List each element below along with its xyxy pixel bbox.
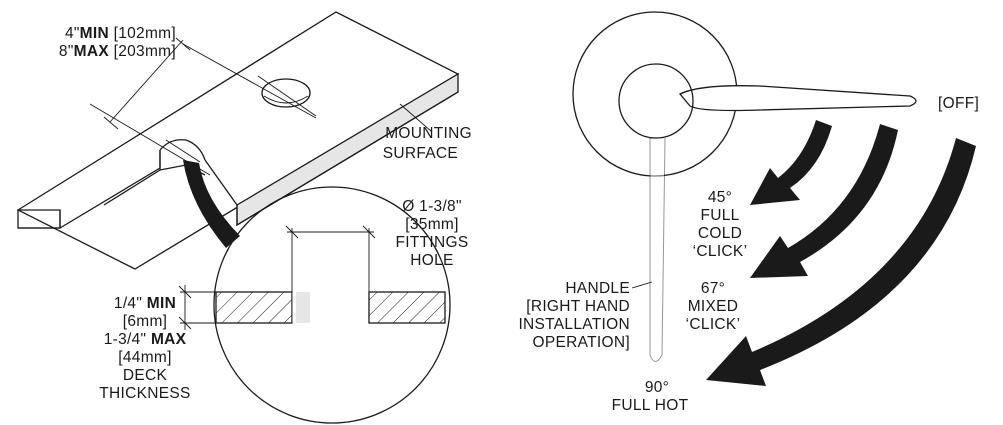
svg-text:MIXED: MIXED [688, 298, 739, 315]
mounting-plate [16, 11, 460, 270]
handle-off-position [678, 85, 917, 112]
position-45-label: 45° FULL COLD ‘CLICK’ [693, 189, 748, 260]
mounting-surface-label: MOUNTING SURFACE [383, 125, 472, 162]
svg-text:FULL HOT: FULL HOT [612, 397, 689, 414]
position-90-label: 90° FULL HOT [612, 379, 689, 414]
svg-text:45°: 45° [708, 189, 732, 206]
svg-text:DECK: DECK [123, 367, 168, 384]
svg-text:THICKNESS: THICKNESS [99, 385, 190, 402]
svg-text:67°: 67° [701, 280, 725, 297]
svg-text:HANDLE: HANDLE [565, 280, 630, 297]
arrow-90-hot [706, 138, 976, 386]
svg-text:FULL: FULL [700, 207, 739, 224]
svg-text:‘CLICK’: ‘CLICK’ [693, 243, 748, 260]
svg-text:COLD: COLD [698, 225, 742, 242]
rotation-arrows [706, 120, 976, 386]
deck-thickness-label: 1/4" MIN [6mm] 1-3/4" MAX [44mm] DECK TH… [99, 295, 190, 402]
svg-text:‘CLICK’: ‘CLICK’ [686, 316, 741, 333]
svg-text:[RIGHT HAND: [RIGHT HAND [526, 298, 630, 315]
detail-callout-band [183, 160, 240, 248]
svg-text:OPERATION]: OPERATION] [533, 334, 630, 351]
svg-text:INSTALLATION: INSTALLATION [518, 316, 630, 333]
svg-text:[35mm]: [35mm] [405, 216, 458, 233]
spacing-label: 4"MIN [102mm] 8"MAX [203mm] [59, 25, 176, 60]
svg-text:HOLE: HOLE [410, 252, 453, 269]
svg-text:MOUNTING: MOUNTING [385, 125, 472, 142]
faucet-handle-diagram [572, 11, 917, 362]
svg-text:4"MIN [102mm]: 4"MIN [102mm] [65, 25, 176, 42]
fittings-hole-label: Ø 1-3/8" [35mm] FITTINGS HOLE [395, 198, 468, 269]
svg-text:[44mm]: [44mm] [118, 349, 171, 366]
arrow-45-cold [750, 120, 832, 205]
svg-text:Ø 1-3/8": Ø 1-3/8" [402, 198, 462, 215]
handle-label: HANDLE [RIGHT HAND INSTALLATION OPERATIO… [518, 280, 653, 351]
svg-text:FITTINGS: FITTINGS [395, 234, 468, 251]
svg-text:SURFACE: SURFACE [383, 145, 458, 162]
position-67-label: 67° MIXED ‘CLICK’ [686, 280, 741, 333]
svg-text:1/4" MIN: 1/4" MIN [114, 295, 176, 312]
svg-text:8"MAX [203mm]: 8"MAX [203mm] [59, 43, 176, 60]
svg-text:90°: 90° [645, 379, 669, 396]
svg-text:[6mm]: [6mm] [123, 313, 168, 330]
arrow-67-mixed [750, 124, 898, 278]
handle-ghost-hot [649, 137, 666, 362]
off-label: [OFF] [938, 95, 979, 112]
svg-text:1-3/4" MAX: 1-3/4" MAX [104, 331, 187, 348]
deck-detail-circle [178, 186, 451, 424]
